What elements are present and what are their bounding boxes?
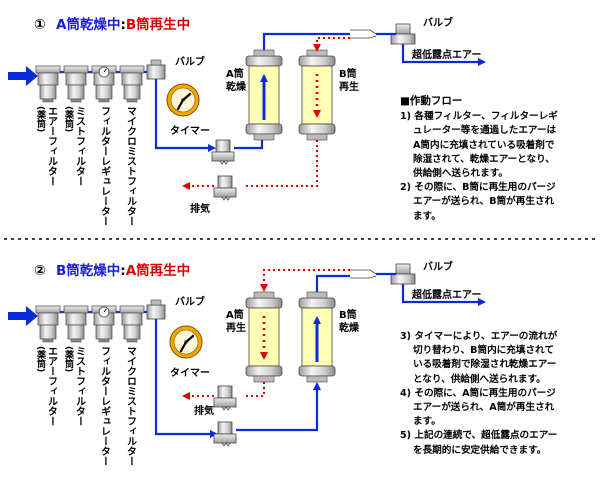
inlet-arrow-icon: [8, 306, 38, 326]
filter-label-1: エアーフィルター: [46, 106, 58, 186]
tank-a-label-1: A筒: [226, 67, 244, 80]
main-valve-body: [146, 64, 166, 80]
tank-a: [245, 291, 283, 383]
filter-regulator-unit: [91, 65, 117, 103]
main-valve-body: [146, 304, 166, 320]
filter-label-3: フィルターレギュレーター: [99, 106, 111, 226]
panel-2: ② B筒乾燥中:A筒再生中 バルブ エアーフィルター (薬筒) ミストフィルター…: [8, 260, 486, 466]
inlet-arrow-icon: [8, 66, 38, 86]
filter-label-4: マイクロミストフィルター: [125, 106, 137, 226]
valve-label-top: バルブ: [423, 260, 453, 273]
valve-label-top: バルブ: [423, 16, 453, 29]
exhaust-label: 排気: [190, 202, 210, 215]
exhaust-label: 排気: [194, 404, 214, 417]
timer-label: タイマー: [170, 367, 210, 379]
filter-label-2: ミストフィルター: [74, 346, 86, 426]
output-label: 超低露点エアー: [411, 288, 481, 301]
solenoid-valve-icon: [213, 421, 237, 447]
timer-label: タイマー: [170, 125, 210, 137]
air-filter-unit: [35, 65, 61, 103]
filter-label-3: フィルターレギュレーター: [99, 346, 111, 466]
note-2: 2) その際に、B筒に再生用のパージ エアーが送られ、B筒が再生され ます。: [400, 182, 556, 222]
exhaust-valve-icon: [213, 385, 237, 411]
tank-b: [298, 49, 336, 141]
filter-label-4: マイクロミストフィルター: [125, 346, 137, 466]
tank-b-label-2: 乾燥: [339, 321, 360, 334]
filter-label-2: ミストフィルター: [74, 106, 86, 186]
valve-label: バルブ: [175, 55, 205, 68]
filter-sub-1: (薬筒): [35, 106, 46, 132]
tank-b-label-1: B筒: [339, 308, 357, 321]
filter-regulator-unit: [91, 305, 117, 343]
tank-b-label-1: B筒: [339, 67, 357, 80]
clock-icon: [165, 82, 201, 118]
tank-a-label-2: 乾燥: [226, 80, 247, 93]
tank-a-label-2: 再生: [226, 321, 246, 334]
note-5: 5) 上記の連続で、超低露点のエアー を長期的に安定供給できます。: [400, 430, 558, 456]
note-4: 4) その際に、A筒に再生用のパージ エアーが送られ、A筒が再生され ます。: [400, 387, 556, 428]
note-1: 1) 各種フィルター、フィルターレギ ュレーター等を通過したエアーは A筒内に充…: [400, 111, 558, 180]
mist-filter-unit: [63, 305, 89, 343]
panel-1: ① A筒乾燥中:B筒再生中 バルブ エアーフィルター (薬筒) ミストフィルター…: [8, 16, 486, 226]
filter-sub-2: (薬筒): [63, 106, 74, 132]
tank-b-label-2: 再生: [339, 80, 359, 93]
solenoid-valve-icon: [211, 139, 235, 165]
note-3: 3) タイマーにより、エアーの流れが 切り替わり、B筒内に充填されて いる吸着剤…: [400, 331, 558, 385]
panel-2-title-num: ②: [34, 263, 46, 279]
filter-label-1: エアーフィルター: [46, 346, 58, 426]
output-label: 超低露点エアー: [411, 48, 481, 61]
mist-filter-unit: [63, 65, 89, 103]
filter-sub-1: (薬筒): [35, 346, 46, 372]
notes-panel-1: ■作動フロー 1) 各種フィルター、フィルターレギ ュレーター等を通過したエアー…: [400, 94, 596, 224]
panel-1-title-num: ①: [34, 17, 46, 33]
filter-sub-2: (薬筒): [63, 346, 74, 372]
micro-mist-filter-unit: [119, 305, 145, 343]
tank-a-label-1: A筒: [226, 308, 244, 321]
notes-panel-2: 3) タイマーにより、エアーの流れが 切り替わり、B筒内に充填されて いる吸着剤…: [400, 330, 596, 458]
panel-2-title: B筒乾燥中:A筒再生中: [56, 262, 190, 279]
air-filter-unit: [35, 305, 61, 343]
micro-mist-filter-unit: [119, 65, 145, 103]
panel-1-title: A筒乾燥中:B筒再生中: [56, 16, 190, 33]
clock-icon: [168, 324, 204, 360]
valve-label: バルブ: [175, 295, 205, 308]
exhaust-valve-icon: [213, 175, 237, 201]
notes-heading: ■作動フロー: [400, 95, 463, 107]
